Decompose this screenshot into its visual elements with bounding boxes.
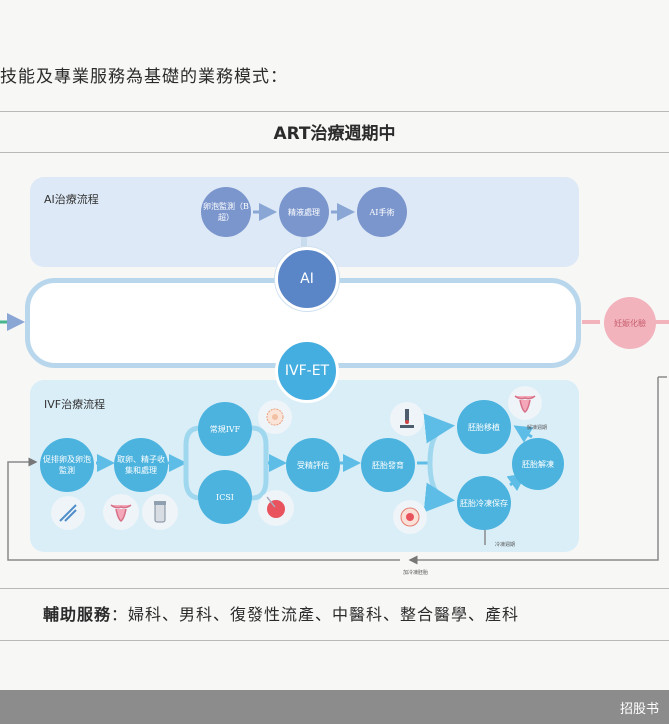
- microscope-icon: [390, 402, 424, 436]
- ivf-hub-node: IVF-ET: [275, 339, 339, 403]
- icsi-injection-icon: [258, 490, 294, 526]
- embryo-icon: [393, 500, 427, 534]
- intro-text: 技能及專業服務為基礎的業務模式：: [0, 67, 288, 87]
- egg-cell-icon: [258, 400, 292, 434]
- ivf-step-icsi: ICSI: [198, 470, 252, 524]
- aux-top-rule: [0, 588, 669, 589]
- uterus-icon: [103, 494, 139, 530]
- title-rule: [0, 152, 669, 153]
- ivf-step-thaw: 胚胎解凍: [512, 438, 564, 490]
- ivf-step-conventional: 常規IVF: [198, 402, 252, 456]
- ai-hub-node: AI: [275, 247, 339, 311]
- thaw-cycle-note: 解凍週期: [527, 425, 548, 431]
- ivf-step-fertilize: 受精評估: [286, 438, 340, 492]
- aux-services-label: 輔助服務: [43, 605, 112, 624]
- aux-services-items: 婦科、男科、復發性流產、中醫科、整合醫學、產科: [128, 605, 520, 624]
- table-title: ART治療週期中: [273, 124, 396, 144]
- footer-watermark: 招股书: [619, 702, 659, 717]
- ivf-panel-label: IVF治療流程: [44, 398, 106, 411]
- return-note: 加冷凍胚胎: [403, 570, 429, 576]
- ai-step-surgery: AI手術: [357, 187, 407, 237]
- aux-bottom-rule: [0, 640, 669, 641]
- syringe-icon: [51, 496, 85, 530]
- sample-vial-icon: [142, 494, 178, 530]
- footer-bar: 招股书: [0, 690, 669, 724]
- ai-step-follicle: 卵泡監測（B超）: [201, 187, 251, 237]
- aux-services-line: 輔助服務：婦科、男科、復發性流產、中醫科、整合醫學、產科: [43, 605, 520, 624]
- ivf-step-culture: 胚胎發育: [361, 438, 415, 492]
- ivf-step-stimulate: 促排卵及卵泡監測: [40, 438, 94, 492]
- pregnancy-test-node: 妊娠化驗: [604, 297, 656, 349]
- uterus-transfer-icon: [508, 386, 542, 420]
- ivf-step-transfer: 胚胎移植: [457, 400, 511, 454]
- ai-panel-label: AI治療流程: [44, 193, 99, 206]
- ivf-step-retrieve: 取卵、精子收集和處理: [114, 438, 168, 492]
- ai-step-semen: 精液處理: [279, 187, 329, 237]
- ivf-step-freeze: 胚胎冷凍保存: [457, 476, 511, 530]
- table-top-rule: [0, 111, 669, 112]
- freeze-cycle-note: 冷凍週期: [495, 542, 516, 548]
